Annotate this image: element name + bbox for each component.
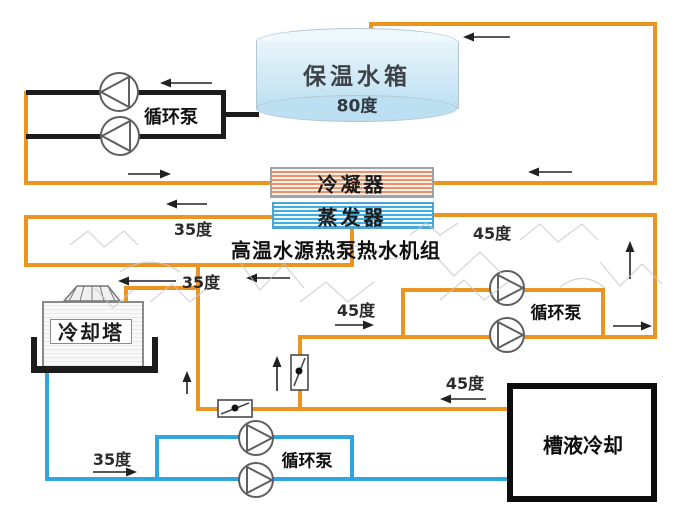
flow-arrow-left xyxy=(166,199,207,209)
pipe-cold-main xyxy=(45,477,507,481)
flow-arrow-left xyxy=(118,276,176,286)
cooling-tower-fan-icon xyxy=(62,285,122,302)
flow-arrow-left xyxy=(440,394,486,404)
condenser xyxy=(270,167,434,198)
pipe-evaporator-right xyxy=(434,213,657,217)
flow-arrow-left xyxy=(160,78,212,88)
pipe-tank-pump-top xyxy=(26,90,225,95)
temp-box-outlet: 45度 xyxy=(445,374,485,393)
hot-water-tank-bottom xyxy=(256,95,457,122)
pipe-cold-split-right xyxy=(350,435,354,481)
pipe-pump-bottom-branch xyxy=(298,335,603,339)
pipe-pump-branch-split xyxy=(401,288,405,337)
pipe-tank-inlet xyxy=(221,112,259,117)
tank-title: 保温水箱 xyxy=(303,64,411,90)
temp-tower-supply: 35度 xyxy=(181,273,221,292)
pipe-bottom-right-link xyxy=(601,335,657,339)
flow-arrow-up xyxy=(182,371,192,394)
pipe-evap-left-drop xyxy=(24,215,28,265)
temp-pump-line: 45度 xyxy=(336,301,376,320)
tank-cooling-box-label: 槽液冷却 xyxy=(543,433,623,458)
pipe-condenser-supply xyxy=(26,181,270,185)
tank-temperature: 80度 xyxy=(336,96,378,117)
flow-arrow-up xyxy=(272,356,282,391)
cooling-tower-label: 冷却塔 xyxy=(58,320,124,345)
basin-bottom xyxy=(31,366,158,373)
pipe-bypass-riser xyxy=(196,263,200,409)
pipe-condenser-outlet xyxy=(434,181,657,185)
cooling-tower-label-box xyxy=(50,319,132,344)
flow-arrow-left xyxy=(463,32,510,42)
pipe-top-right-riser xyxy=(653,22,657,185)
flow-arrow-up xyxy=(625,241,635,279)
basin-right-wall xyxy=(152,337,158,373)
temp-evaporator-inlet: 45度 xyxy=(472,224,512,243)
pipe-top-return xyxy=(369,22,657,26)
tank-cooling-box xyxy=(507,383,657,502)
flow-arrow-left xyxy=(246,273,290,283)
flow-arrow-left xyxy=(528,167,572,177)
condenser-label: 冷凝器 xyxy=(317,172,387,197)
pipe-tank-pump-bottom xyxy=(26,134,225,139)
pipe-pump-right-edge xyxy=(601,288,605,339)
temp-evaporator-outlet: 35度 xyxy=(173,220,213,239)
pipe-evaporator-left xyxy=(26,215,272,219)
evaporator xyxy=(272,202,434,229)
basin-left-wall xyxy=(31,337,37,373)
pipe-box-outlet xyxy=(196,407,507,411)
tower-loop-pump-label: 循环泵 xyxy=(281,451,333,472)
flow-arrow-right xyxy=(335,320,374,330)
pipe-tower-supply xyxy=(24,263,354,267)
temp-tower-return: 35度 xyxy=(92,450,132,469)
heat-pump-unit-title: 高温水源热泵热水机组 xyxy=(231,238,441,263)
flow-arrow-right xyxy=(613,321,652,331)
evaporator-loop-pump-label: 循环泵 xyxy=(530,303,582,324)
pipe-cold-pump-top xyxy=(155,435,354,439)
pipe-right-riser xyxy=(653,213,657,339)
pipe-basin-drain xyxy=(45,373,49,481)
evaporator-label: 蒸发器 xyxy=(317,205,387,230)
tank-loop-pump-label: 循环泵 xyxy=(144,107,198,128)
pipe-valve-riser xyxy=(298,335,302,409)
pipe-pump-top-branch xyxy=(401,288,603,292)
flow-arrow-right xyxy=(128,169,171,179)
pipe-cold-split-left xyxy=(155,435,159,481)
